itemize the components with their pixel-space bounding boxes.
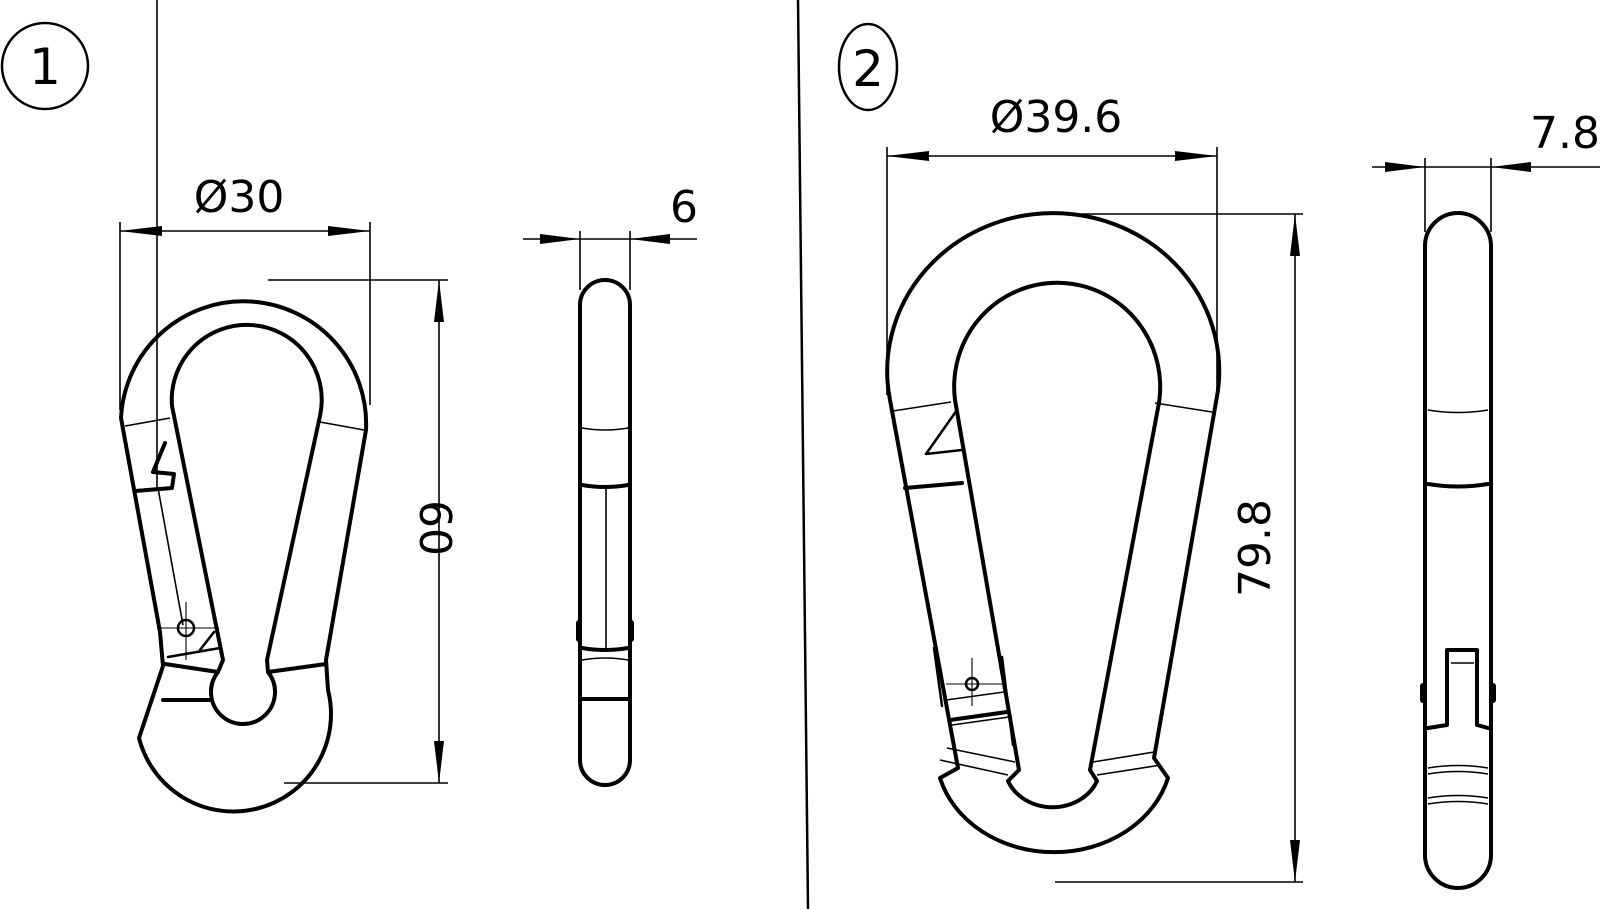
dimension-width-1: Ø30: [119, 172, 371, 410]
part-1: 1: [0, 0, 698, 814]
dimension-height-2: 79.8: [1055, 213, 1303, 883]
carabiner-1-front-view: [119, 0, 369, 814]
dimension-height-1: 60: [268, 279, 460, 784]
part-2: 2: [837, 22, 1600, 890]
dimension-thickness-2: 7.8: [1372, 108, 1600, 232]
carabiner-2-front-view: [885, 211, 1222, 855]
dimension-height-1-label: 60: [409, 500, 460, 556]
dimension-thickness-2-label: 7.8: [1530, 108, 1600, 159]
dimension-width-2-label: Ø39.6: [990, 92, 1123, 143]
carabiner-1-side-view: [576, 278, 634, 787]
section-divider: [796, 0, 810, 909]
callout-1-label: 1: [29, 38, 61, 96]
callout-2-label: 2: [852, 40, 884, 98]
dimension-thickness-1-label: 6: [670, 182, 698, 233]
callout-2: 2: [837, 22, 899, 112]
callout-1: 1: [0, 21, 90, 111]
carabiner-2-side-view: [1420, 211, 1496, 890]
dimension-width-2: Ø39.6: [886, 92, 1218, 398]
dimension-height-2-label: 79.8: [1230, 499, 1281, 597]
dimension-width-1-label: Ø30: [194, 172, 285, 223]
dimension-thickness-1: 6: [523, 182, 698, 290]
